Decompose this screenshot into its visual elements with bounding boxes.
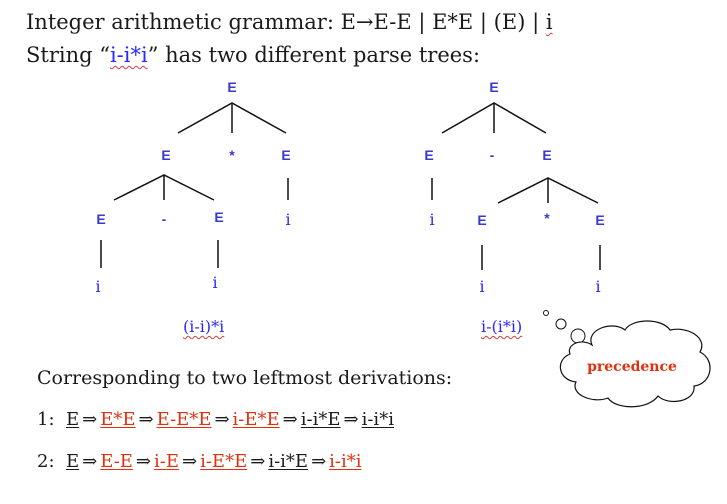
derivation-2: 2: E⇒E-E⇒i-E⇒i-E*E⇒i-i*E⇒i-i*i	[37, 451, 362, 472]
d2-arrow-5: ⇒	[311, 451, 327, 472]
d1-step-4: i-E*E	[232, 409, 280, 430]
right-l1-node-3: E	[542, 147, 551, 163]
left-leaf-1: i	[95, 277, 100, 296]
heading-line-1: Integer arithmetic grammar: E→E-E | E*E …	[26, 10, 553, 34]
derivation-1: 1: E⇒E*E⇒E-E*E⇒i-E*E⇒i-i*E⇒i-i*i	[37, 409, 394, 430]
right-leaf-1: i	[479, 277, 484, 296]
derivations-title: Corresponding to two leftmost derivation…	[37, 367, 453, 389]
left-l2-node-2: -	[162, 211, 167, 227]
heading-line-2: String “i-i*i” has two different parse t…	[26, 43, 480, 67]
d2-step-4: i-E*E	[200, 451, 248, 472]
right-l2-node-2: E	[477, 212, 486, 228]
left-l2-node-3: E	[214, 209, 223, 225]
d1-step-2: E*E	[100, 409, 136, 430]
cloud-shape	[559, 320, 711, 408]
right-l1-node-1: E	[424, 147, 433, 163]
d1-arrow-4: ⇒	[282, 409, 298, 430]
d2-step-3: i-E	[154, 451, 179, 472]
heading-grammar-i: i	[545, 10, 553, 34]
d2-step-6: i-i*i	[329, 451, 362, 472]
d1-step-3: E-E*E	[156, 409, 212, 430]
d2-step-2: E-E	[100, 451, 133, 472]
left-leaf-2: i	[212, 273, 217, 292]
heading-grammar-prefix: Integer arithmetic grammar: E	[26, 10, 356, 34]
tree-edges	[100, 102, 601, 270]
d1-arrow-1: ⇒	[82, 409, 98, 430]
produces-arrow: →	[355, 10, 374, 34]
d2-arrow-3: ⇒	[182, 451, 198, 472]
heading-string-suffix: ” has two different parse trees:	[147, 43, 481, 67]
right-leaf-2: i	[595, 277, 600, 296]
heading-string-prefix: String “	[26, 43, 110, 67]
d2-arrow-4: ⇒	[250, 451, 266, 472]
derivation-2-number: 2:	[37, 451, 55, 472]
d2-step-1: E	[65, 451, 80, 472]
heading-string-value: i-i*i	[109, 43, 148, 67]
d1-step-6: i-i*i	[361, 409, 394, 430]
left-tree-caption: (i-i)*i	[183, 317, 225, 336]
right-l2-node-3: *	[544, 210, 550, 226]
left-l1-node-3: E	[281, 147, 290, 163]
d1-arrow-5: ⇒	[343, 409, 359, 430]
right-l2-node-1: i	[429, 210, 434, 229]
left-l1-node-1: E	[161, 147, 170, 163]
left-l2-node-1: E	[96, 211, 105, 227]
d2-arrow-2: ⇒	[135, 451, 152, 472]
precedence-callout: precedence	[543, 310, 711, 408]
left-l2-node-4: i	[285, 210, 290, 229]
derivation-1-number: 1:	[37, 409, 55, 430]
d1-step-5: i-i*E	[300, 409, 341, 430]
right-tree-caption: i-(i*i)	[481, 317, 523, 336]
d2-arrow-1: ⇒	[82, 451, 98, 472]
heading-grammar-rule: E-E | E*E | (E) |	[373, 10, 546, 34]
left-root-node: E	[227, 79, 236, 95]
precedence-label: precedence	[587, 359, 677, 375]
right-l1-node-2: -	[490, 147, 495, 163]
d1-arrow-3: ⇒	[214, 409, 230, 430]
right-l2-node-4: E	[595, 212, 604, 228]
right-root-node: E	[489, 79, 498, 95]
d1-step-1: E	[65, 409, 80, 430]
d1-arrow-2: ⇒	[138, 409, 154, 430]
left-l1-node-2: *	[229, 147, 235, 163]
d2-step-5: i-i*E	[268, 451, 309, 472]
